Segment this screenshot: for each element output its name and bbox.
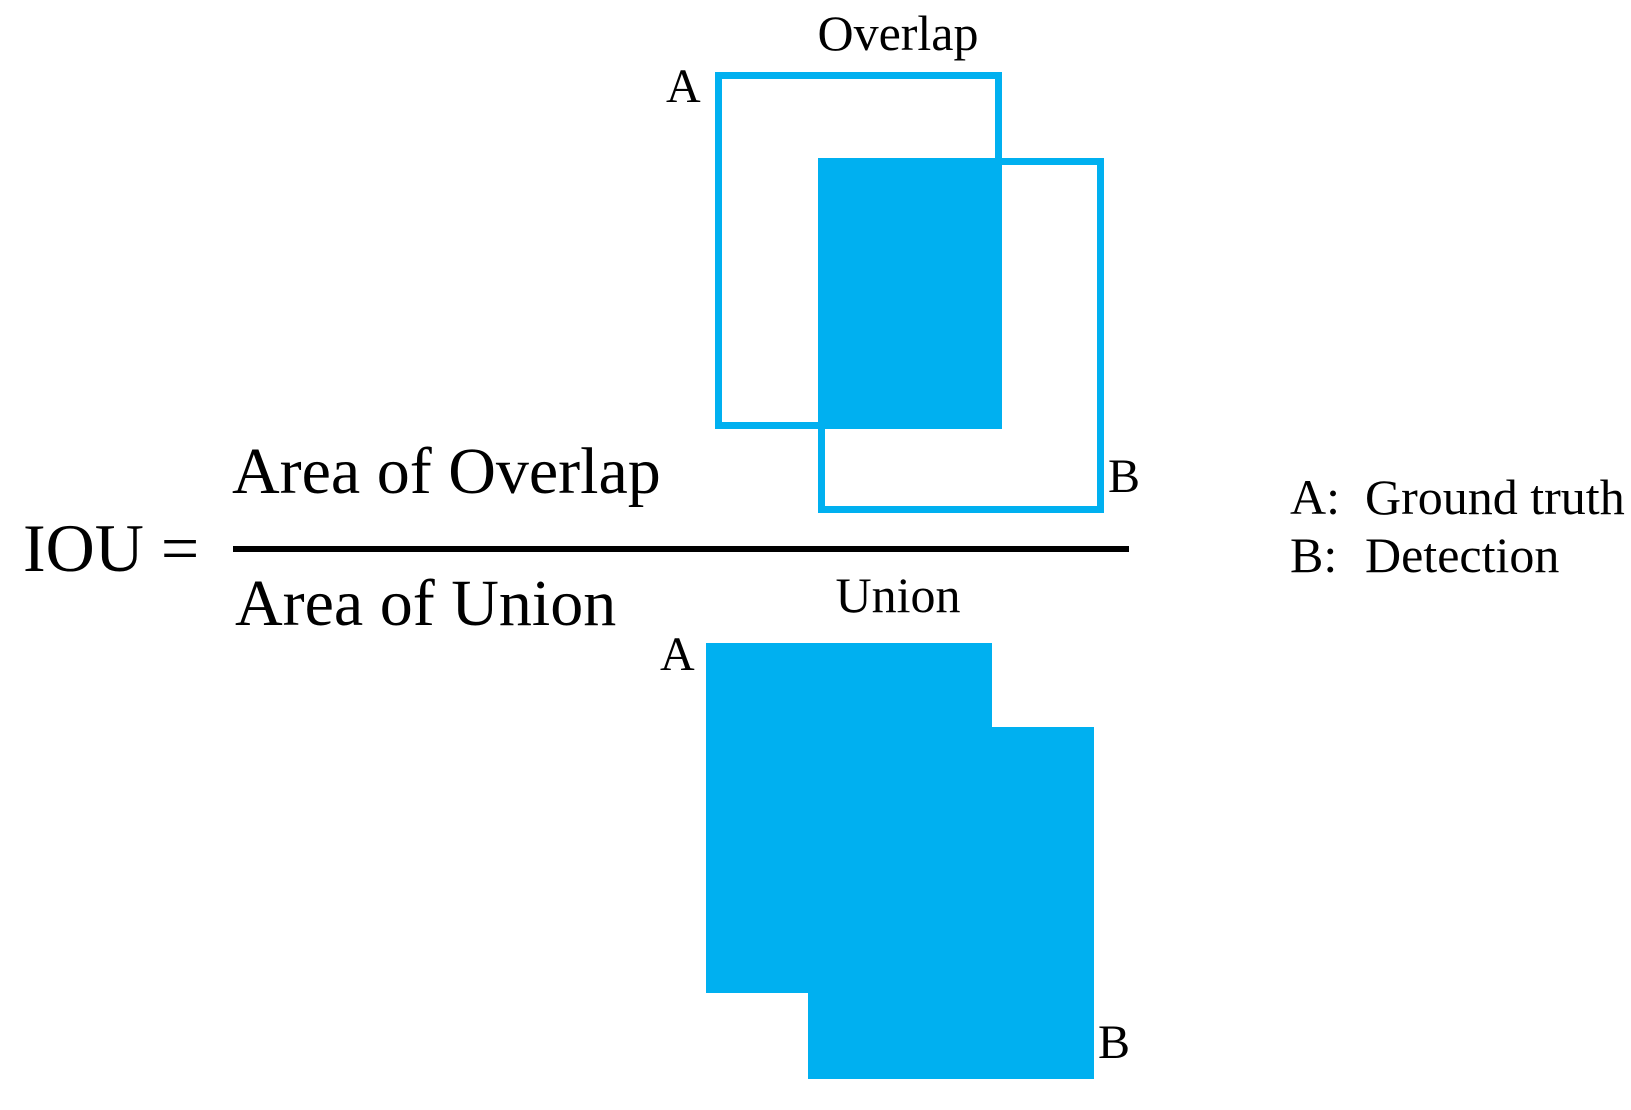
union-figure-title: Union — [835, 567, 961, 623]
fraction-bar — [233, 546, 1129, 552]
legend-key-a: A: — [1290, 469, 1340, 525]
formula-lhs: IOU = — [23, 510, 200, 586]
overlap-intersection-fill — [818, 158, 1002, 429]
legend-key-b: B: — [1290, 527, 1338, 583]
formula-numerator: Area of Overlap — [232, 435, 661, 508]
union-box-b-label: B — [1098, 1016, 1131, 1069]
legend-row-ground-truth: A: Ground truth — [1290, 472, 1625, 522]
overlap-box-a-label: A — [666, 60, 701, 113]
legend-row-detection: B: Detection — [1290, 530, 1625, 580]
legend-value-detection: Detection — [1365, 527, 1560, 583]
union-detection-fill — [808, 727, 1094, 1079]
union-box-a-label: A — [660, 628, 695, 681]
legend: A: Ground truth B: Detection — [1290, 472, 1625, 580]
overlap-box-b-label: B — [1108, 450, 1141, 503]
formula-denominator: Area of Union — [235, 567, 617, 640]
legend-value-ground-truth: Ground truth — [1365, 469, 1625, 525]
overlap-figure-title: Overlap — [817, 5, 979, 61]
